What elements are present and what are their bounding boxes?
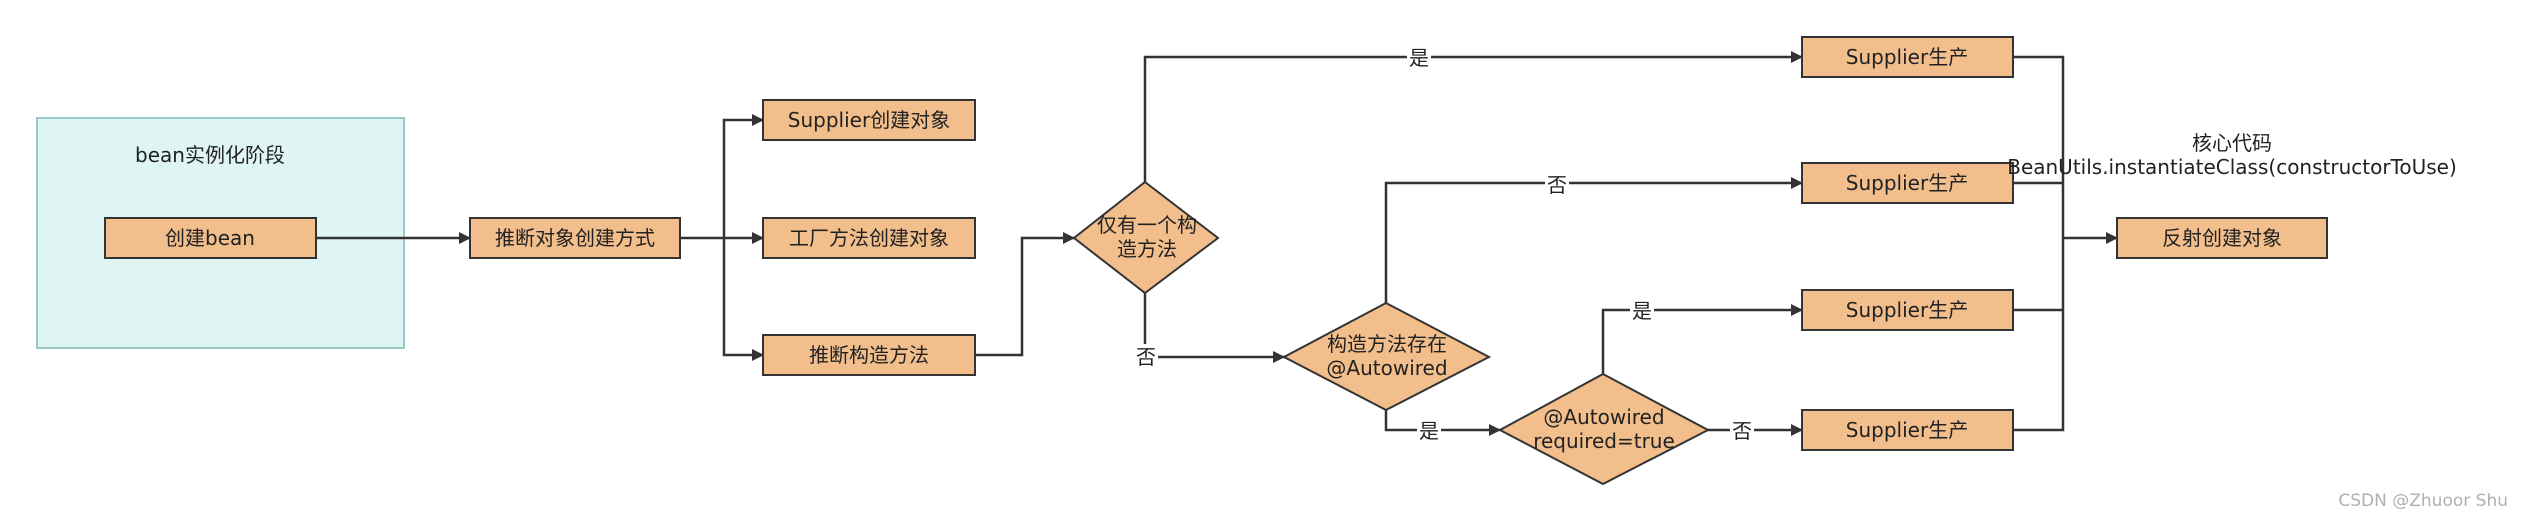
edge-infer-to-ctor [722,238,764,361]
supplier-box-1 [1801,36,2014,78]
supplier-create-label: Supplier创建对象 [788,108,950,132]
edge-label-required-yes: 是 [1632,299,1652,323]
required-true-label-line2: required=true [1533,429,1675,453]
reflect-create-label: 反射创建对象 [2162,226,2282,250]
autowired-exists-diamond [1281,301,1492,412]
required-true-label-line1: @Autowired [1543,405,1664,429]
only-one-ctor-diamond [1072,180,1220,295]
only-one-ctor-label-line2: 造方法 [1117,237,1177,261]
supplier-label-4: Supplier生产 [1846,418,1968,442]
note-title: 核心代码 [2192,131,2272,155]
edge-autowired-no [1384,177,1803,303]
infer-method-label: 推断对象创建方式 [495,226,655,250]
factory-create-label: 工厂方法创建对象 [789,226,949,250]
infer-method-box [469,217,681,259]
infer-ctor-box [762,334,976,376]
edge-ctor-to-only-one [975,232,1075,357]
supplier-label-3: Supplier生产 [1846,298,1968,322]
autowired-exists-label-line2: @Autowired [1326,356,1447,380]
edge-infer-to-supplier [680,114,764,240]
edge-supplier1-out [2013,55,2065,432]
supplier-label-2: Supplier生产 [1846,171,1968,195]
edge-label-autowired-yes: 是 [1419,419,1439,443]
create-bean-label: 创建bean [165,226,255,250]
edge-label-only-one-no: 否 [1136,345,1156,369]
edge-only-one-yes [1143,51,1803,182]
stage-group-label: bean实例化阶段 [135,143,285,167]
edge-autowired-yes [1384,410,1501,436]
required-true-diamond [1497,372,1711,486]
edge-label-required-no: 否 [1732,419,1752,443]
supplier-box-3 [1801,289,2014,331]
edge-only-one-no [1143,293,1285,363]
supplier-create-box [762,99,976,141]
only-one-ctor-label-line1: 仅有一个构 [1097,213,1197,237]
note-code: BeanUtils.instantiateClass(constructorTo… [2007,155,2457,179]
supplier-box-2 [1801,162,2014,204]
edge-required-yes [1601,304,1803,374]
reflect-create-box [2116,217,2328,259]
factory-create-box [762,217,976,259]
autowired-exists-label-line1: 构造方法存在 [1327,332,1447,356]
edge-label-only-one-yes: 是 [1409,46,1429,70]
supplier-label-1: Supplier生产 [1846,45,1968,69]
supplier-box-4 [1801,409,2014,451]
edges [316,51,2118,436]
infer-ctor-label: 推断构造方法 [809,343,929,367]
watermark: CSDN @Zhuoor Shu [2338,491,2508,511]
edge-label-autowired-no: 否 [1547,173,1567,197]
create-bean-box [104,217,317,259]
